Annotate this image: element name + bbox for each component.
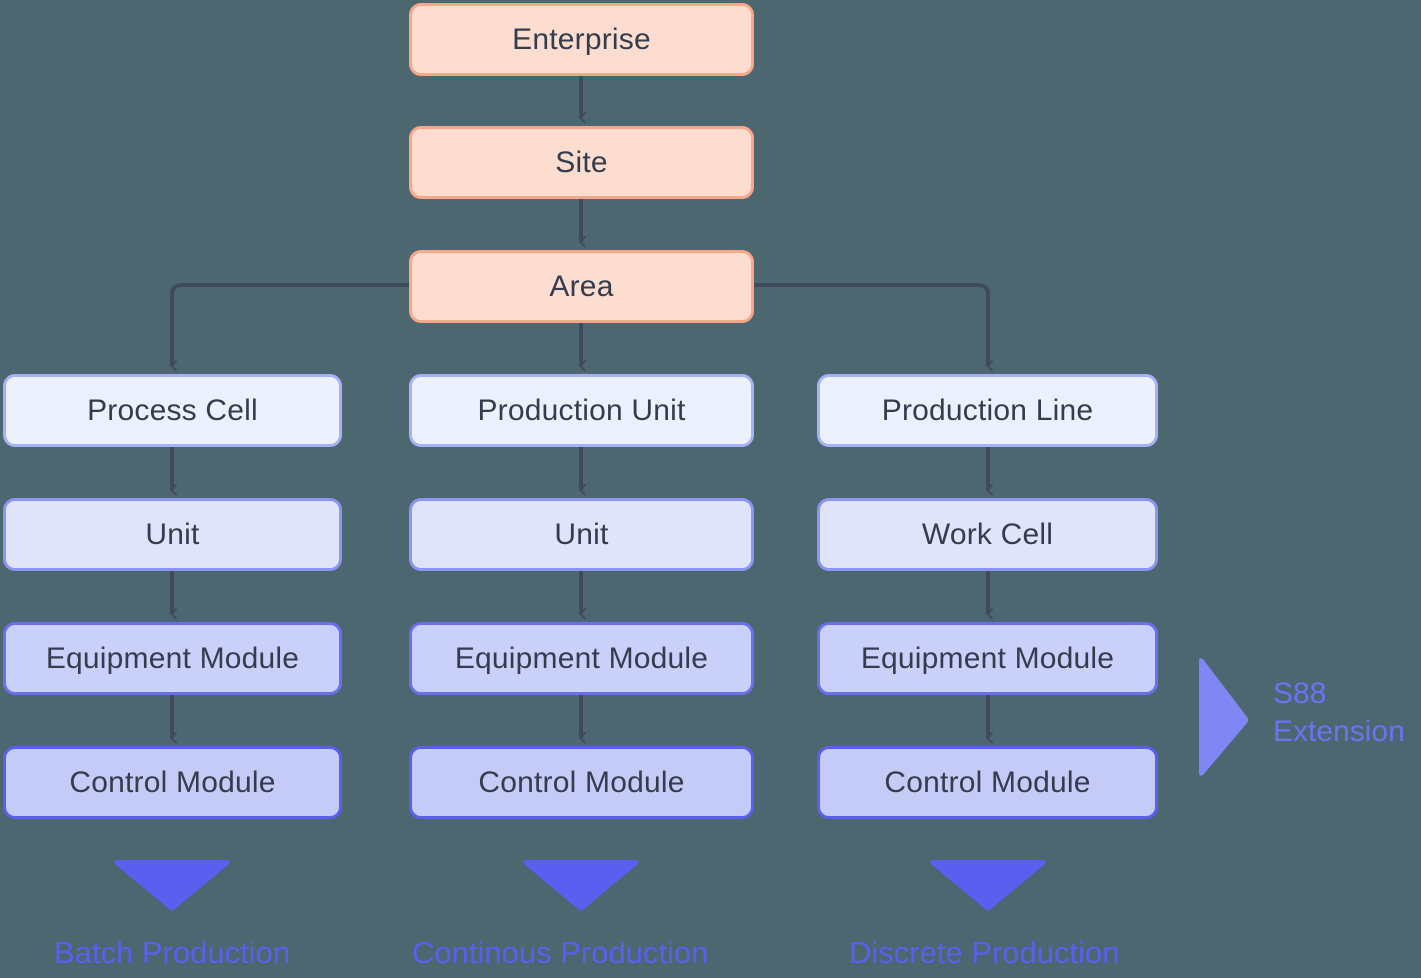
node-control-module-discrete-label: Control Module <box>884 765 1091 799</box>
connector-area-production-line <box>754 283 993 372</box>
node-unit-continuous-label: Unit <box>554 517 609 551</box>
node-work-cell[interactable]: Work Cell <box>817 498 1158 571</box>
node-equipment-module-batch-label: Equipment Module <box>45 641 300 675</box>
s88-extension-line2: Extension <box>1273 715 1405 748</box>
node-area-label: Area <box>549 269 614 303</box>
outcome-label-continuous: Continous Production <box>412 935 709 970</box>
node-unit-batch[interactable]: Unit <box>3 498 342 571</box>
node-equipment-module-discrete[interactable]: Equipment Module <box>817 622 1158 695</box>
outcome-label-batch: Batch Production <box>54 935 291 970</box>
node-area[interactable]: Area <box>409 250 754 323</box>
node-control-module-batch[interactable]: Control Module <box>3 746 342 819</box>
node-site-label: Site <box>555 145 608 179</box>
node-control-module-batch-label: Control Module <box>69 765 276 799</box>
node-process-cell-label: Process Cell <box>87 393 258 427</box>
s88-extension-triangle <box>1199 658 1249 776</box>
outcome-triangle-batch <box>114 860 230 911</box>
node-production-line[interactable]: Production Line <box>817 374 1158 447</box>
node-production-unit[interactable]: Production Unit <box>409 374 754 447</box>
s88-extension-line1: S88 <box>1273 677 1327 710</box>
outcome-triangle-continuous <box>523 860 639 911</box>
node-work-cell-label: Work Cell <box>921 517 1054 551</box>
node-equipment-module-continuous-label: Equipment Module <box>454 641 709 675</box>
node-control-module-discrete[interactable]: Control Module <box>817 746 1158 819</box>
node-unit-continuous[interactable]: Unit <box>409 498 754 571</box>
node-equipment-module-batch[interactable]: Equipment Module <box>3 622 342 695</box>
node-control-module-continuous[interactable]: Control Module <box>409 746 754 819</box>
node-control-module-continuous-label: Control Module <box>478 765 685 799</box>
outcome-label-discrete: Discrete Production <box>849 935 1120 970</box>
node-site[interactable]: Site <box>409 126 754 199</box>
node-process-cell[interactable]: Process Cell <box>3 374 342 447</box>
node-unit-batch-label: Unit <box>145 517 200 551</box>
node-production-unit-label: Production Unit <box>477 393 686 427</box>
node-production-line-label: Production Line <box>881 393 1094 427</box>
node-enterprise[interactable]: Enterprise <box>409 3 754 76</box>
connector-area-process-cell <box>170 283 409 372</box>
node-enterprise-label: Enterprise <box>512 22 651 56</box>
outcome-triangle-discrete <box>930 860 1046 911</box>
node-equipment-module-continuous[interactable]: Equipment Module <box>409 622 754 695</box>
node-equipment-module-discrete-label: Equipment Module <box>860 641 1115 675</box>
